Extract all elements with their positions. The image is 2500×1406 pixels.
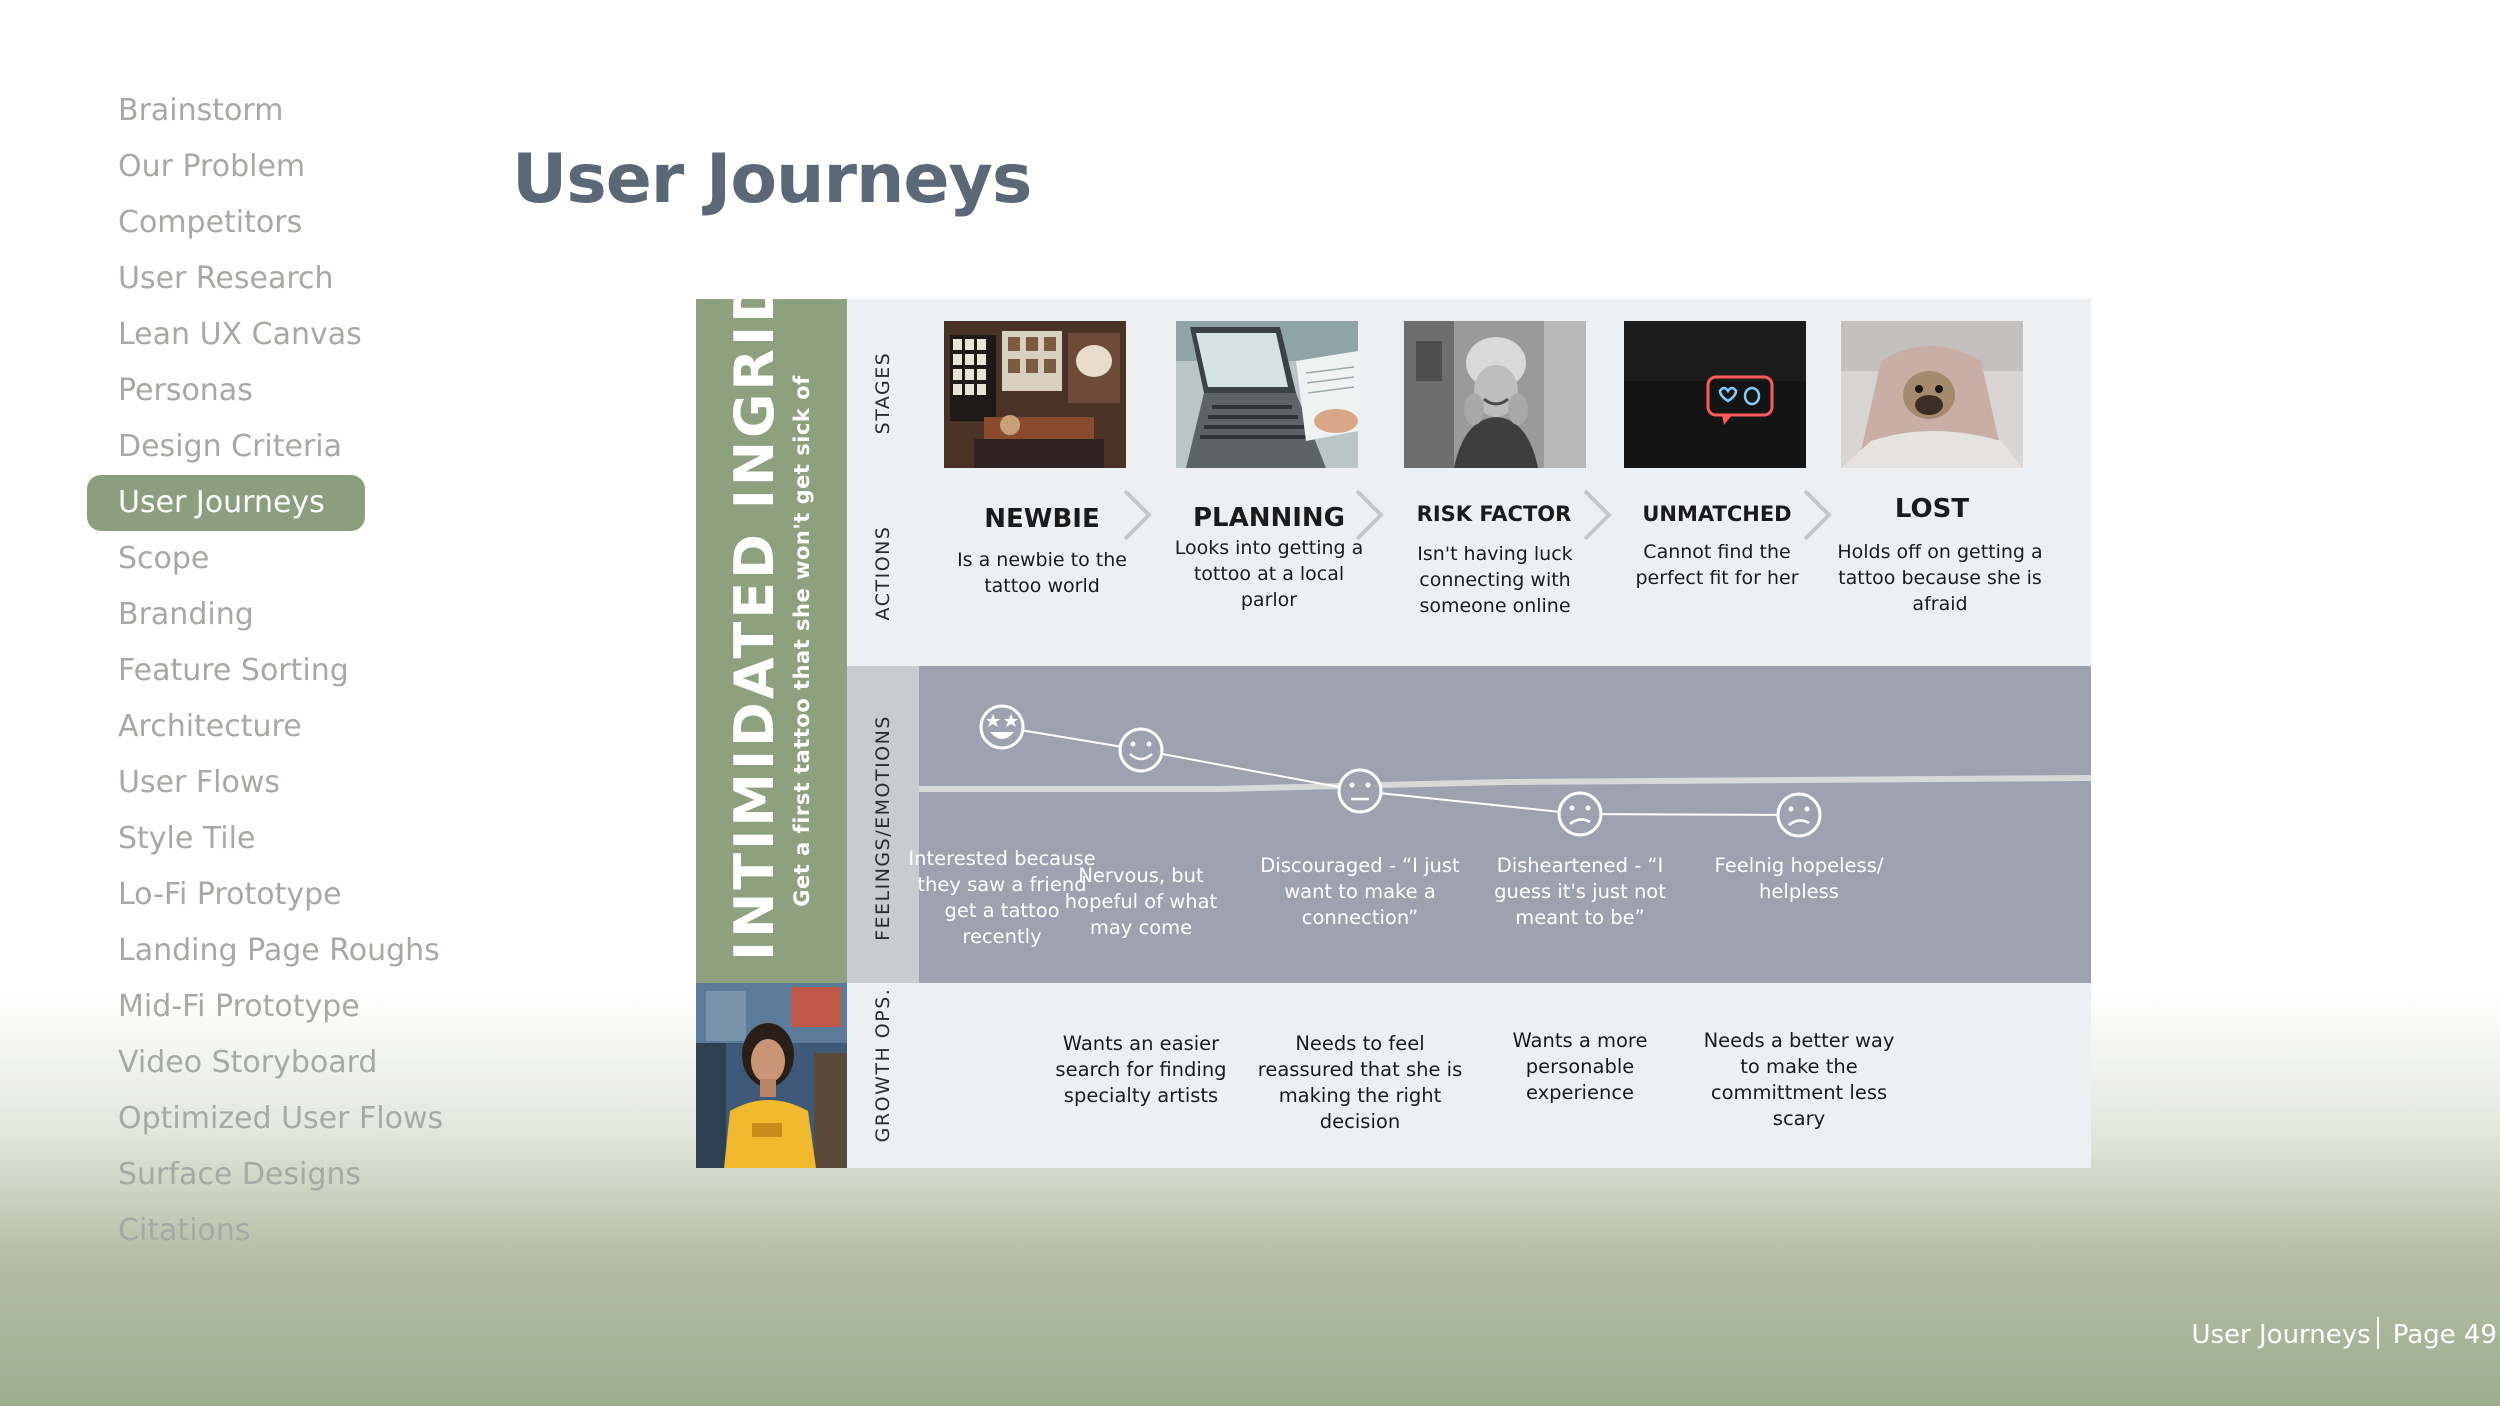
nav-item-personas[interactable]: Personas [118,373,253,408]
stage-name-risk-factor: RISK FACTOR [1416,502,1572,526]
footer-section-label: User Journeys [2191,1320,2371,1350]
stage-action-newbie: Is a newbie to the tattoo world [957,549,1127,597]
emotion-curve [919,704,2091,838]
nav-item-user-flows[interactable]: User Flows [118,765,281,800]
growth-ops-area: Wants an easier search for finding speci… [919,983,2091,1168]
user-journey-map: INTIMIDATED INGRID Get a first tattoo th… [696,275,2091,1168]
stage-photo-unmatched [1624,321,1806,468]
growth-text-risk-factor: Needs to feel reassured that she is maki… [1257,1032,1463,1133]
stages-actions-area: NEWBIE PLANNING RISK FACTOR UNMATCHED LO… [919,299,2091,666]
feelings-area: Interested because they saw a friend get… [908,666,2091,983]
stage-photo-lost [1841,321,2023,468]
stage-photo-risk-factor [1404,321,1586,468]
feeling-text-unmatched: Disheartened - “I guess it's just not me… [1494,854,1666,929]
chevron-right-icon [1355,489,1384,541]
chevron-right-icon [1583,489,1612,541]
row-label-actions: ACTIONS [872,525,894,621]
nav-item-mid-fi-prototype[interactable]: Mid-Fi Prototype [118,989,360,1024]
row-label-growth: GROWTH OPS. [872,987,894,1143]
feeling-text-risk-factor: Discouraged - “I just want to make a con… [1260,854,1460,929]
star-struck-face-icon [979,704,1025,750]
stage-action-risk-factor: Isn't having luck connecting with someon… [1417,543,1573,617]
stage-action-lost: Holds off on getting a tattoo because sh… [1837,541,2043,615]
footer-page-number: Page 49 [2392,1320,2497,1350]
page-footer: User Journeys Page 49 [1997,1317,2497,1350]
stage-photo-planning [1176,321,1358,468]
frowning-face-icon [1557,791,1603,837]
nav-item-landing-page-roughs[interactable]: Landing Page Roughs [118,933,440,968]
nav-item-lean-ux-canvas[interactable]: Lean UX Canvas [118,317,362,352]
page-title: User Journeys [512,140,1032,219]
nav-item-style-tile[interactable]: Style Tile [118,821,256,856]
persona-name: INTIMIDATED INGRID [723,275,786,961]
stage-name-lost: LOST [1894,494,1970,524]
chevron-right-icon [1803,489,1832,541]
feeling-text-planning: Nervous, but hopeful of what may come [1064,864,1218,939]
stage-action-planning: Looks into getting a tottoo at a local p… [1174,537,1364,611]
nav-item-video-storyboard[interactable]: Video Storyboard [118,1045,378,1080]
row-label-stages: STAGES [872,351,894,435]
nav-item-design-criteria[interactable]: Design Criteria [118,429,343,464]
row-label-column: STAGES ACTIONS FEELINGS/EMOTIONS GROWTH … [847,299,919,1168]
growth-text-lost: Needs a better way to make the committme… [1703,1029,1895,1130]
feeling-text-newbie: Interested because they saw a friend get… [908,847,1096,948]
stage-photo-newbie [944,321,1126,468]
growth-text-planning: Wants an easier search for finding speci… [1055,1032,1227,1107]
nav-item-our-problem[interactable]: Our Problem [118,149,306,184]
growth-text-unmatched: Wants a more personable experience [1512,1029,1648,1104]
footer-divider [2376,1317,2379,1349]
nav-item-citations[interactable]: Citations [118,1213,251,1248]
chevron-right-icon [1123,489,1152,541]
row-label-feelings-shade [847,666,919,983]
stage-name-planning: PLANNING [1192,503,1346,533]
stage-name-newbie: NEWBIE [984,504,1100,534]
nav-item-architecture[interactable]: Architecture [118,709,302,744]
smiling-face-icon [1118,727,1164,773]
nav-item-surface-designs[interactable]: Surface Designs [118,1157,362,1192]
nav-item-lo-fi-prototype[interactable]: Lo-Fi Prototype [118,877,342,912]
nav-item-branding[interactable]: Branding [118,597,254,632]
nav-item-scope[interactable]: Scope [118,541,210,576]
neutral-face-icon [1337,768,1383,814]
nav-item-user-journeys[interactable]: User Journeys [87,475,365,531]
nav-item-user-research[interactable]: User Research [118,261,334,296]
nav-item-competitors[interactable]: Competitors [118,205,303,240]
persona-goal: Get a first tattoo that she won't get si… [790,375,814,907]
nav-item-optimized-user-flows[interactable]: Optimized User Flows [118,1101,444,1136]
frowning-face-icon [1776,792,1822,838]
nav-item-feature-sorting[interactable]: Feature Sorting [118,653,349,688]
stage-action-unmatched: Cannot find the perfect fit for her [1635,541,1799,589]
row-label-feelings: FEELINGS/EMOTIONS [872,715,894,941]
nav-item-brainstorm[interactable]: Brainstorm [118,93,284,128]
persona-band: INTIMIDATED INGRID Get a first tattoo th… [696,275,847,983]
feeling-text-lost: Feelnig hopeless/ helpless [1714,854,1884,903]
persona-heading: INTIMIDATED INGRID Get a first tattoo th… [723,275,817,961]
persona-photo [696,983,847,1168]
stage-name-unmatched: UNMATCHED [1642,502,1792,526]
